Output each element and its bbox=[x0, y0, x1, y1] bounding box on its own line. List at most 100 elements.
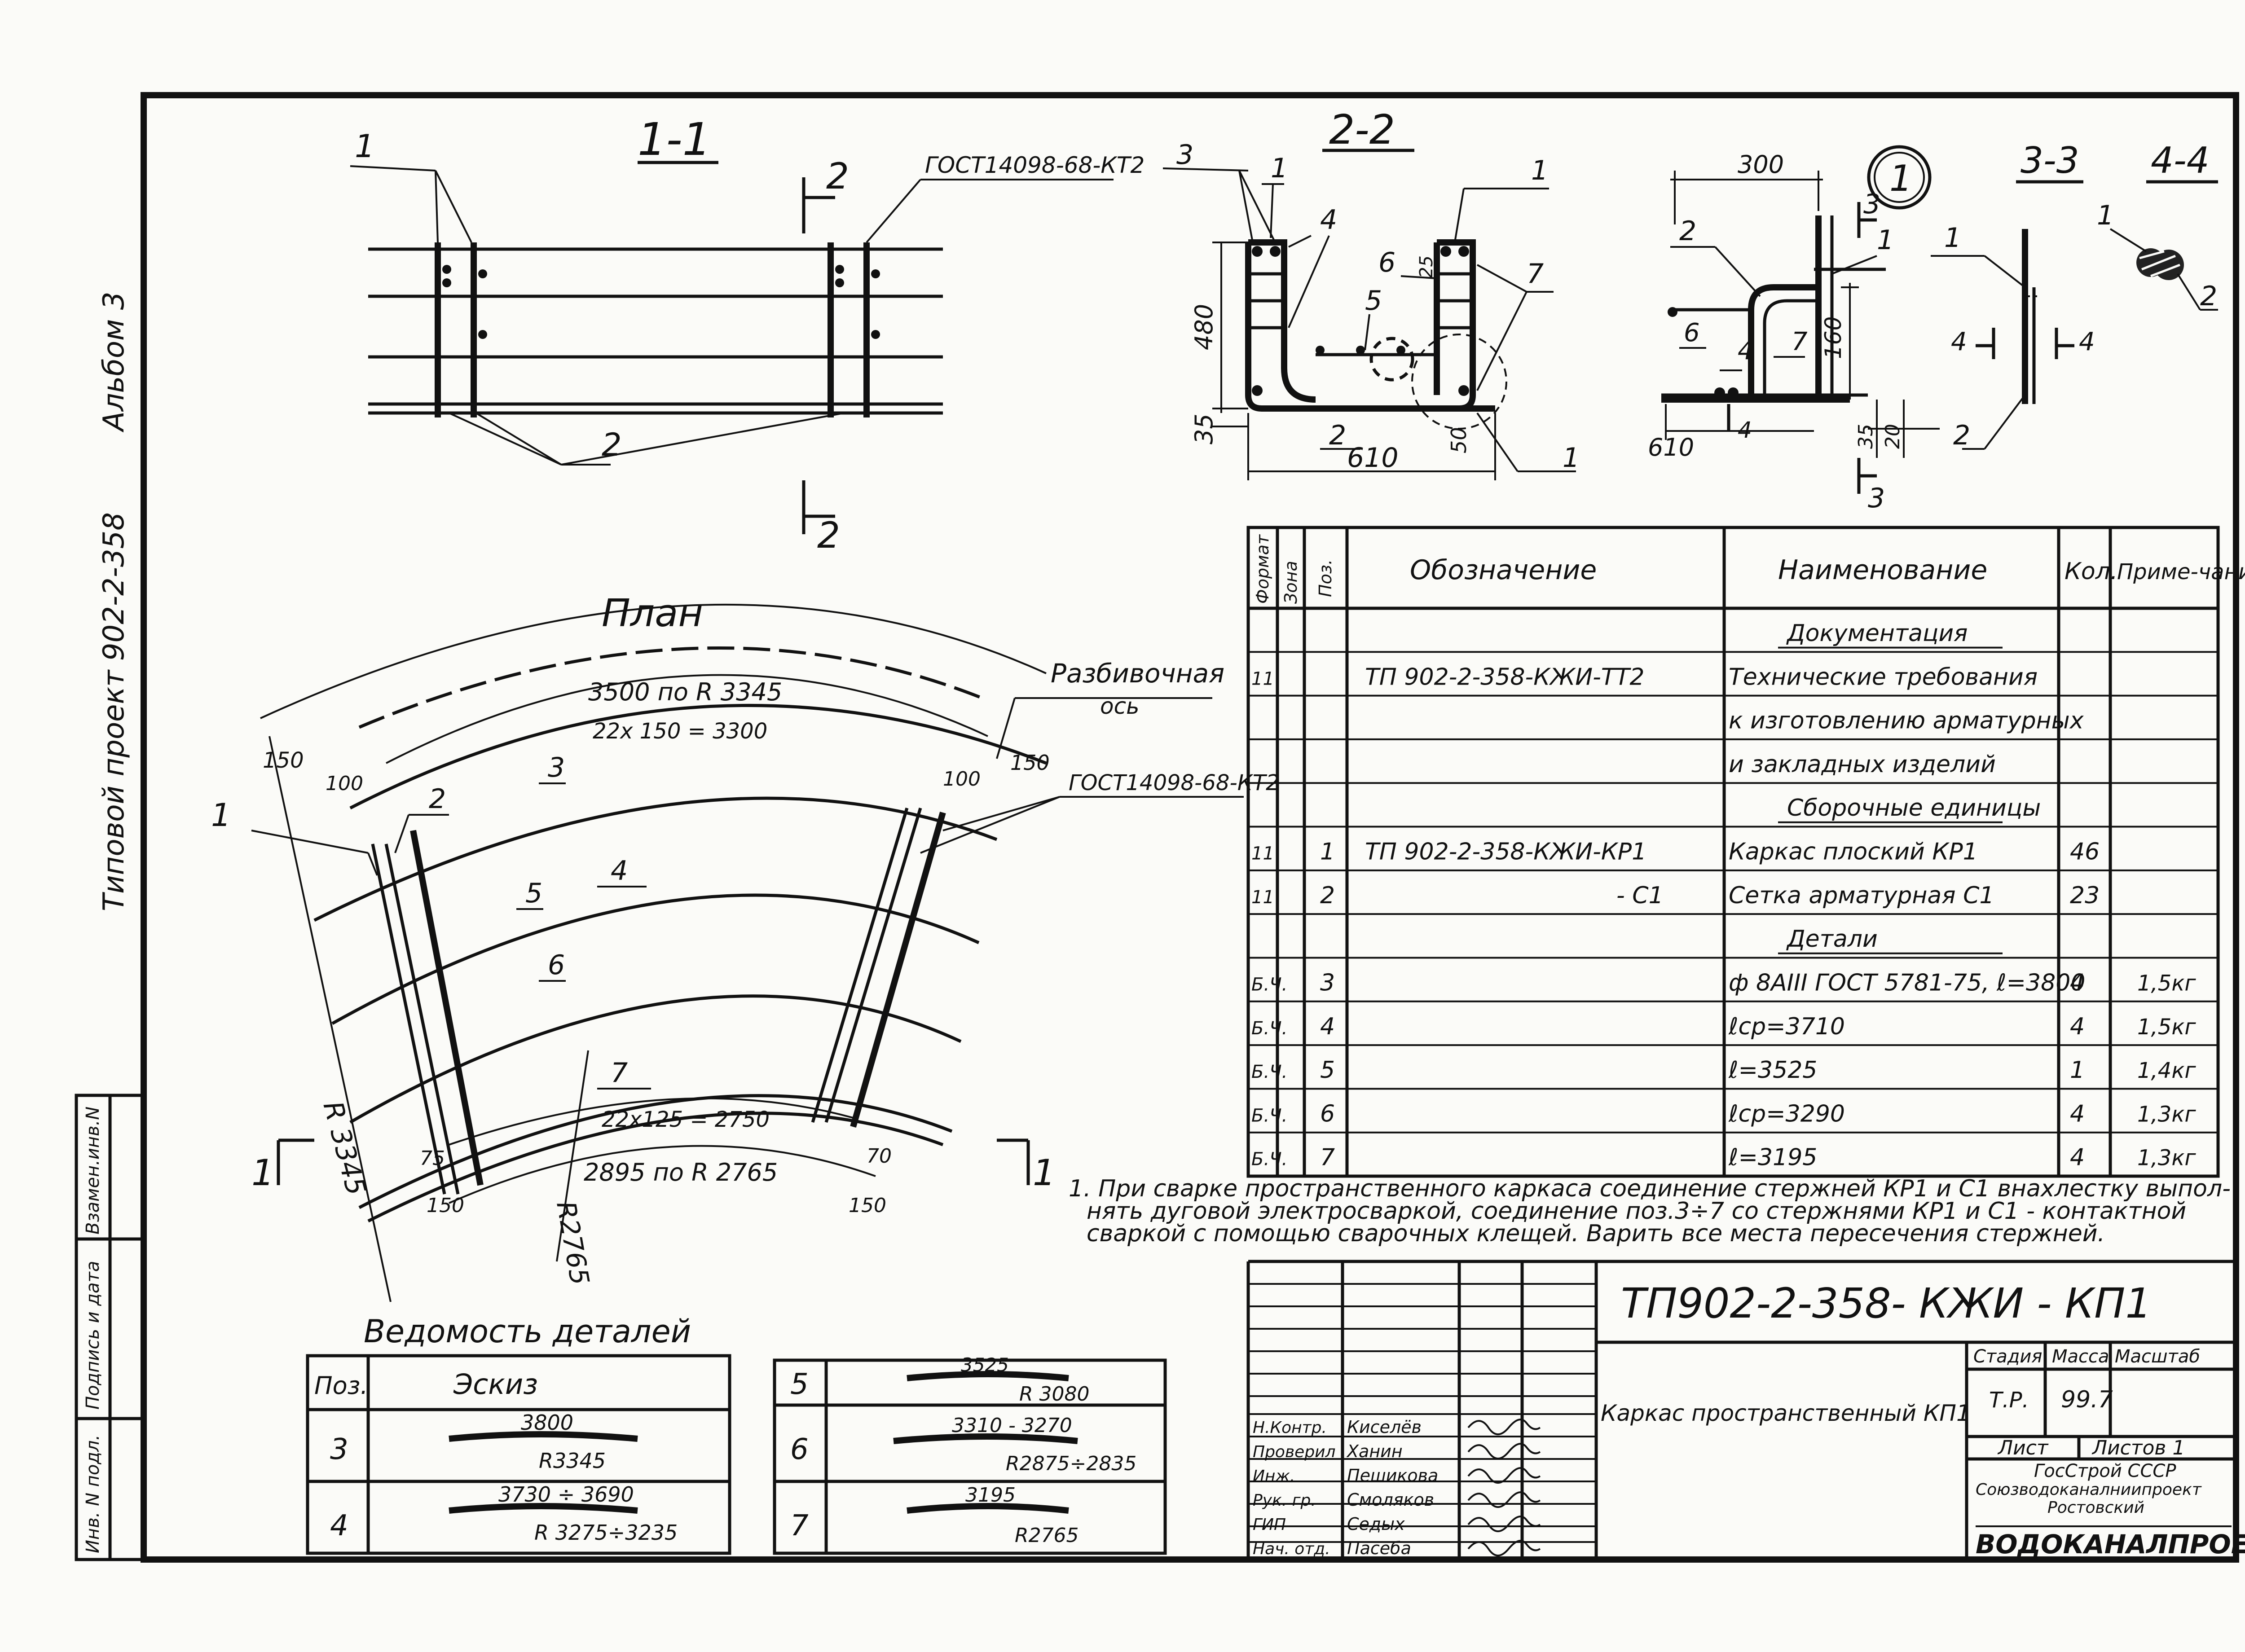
spec-cell-name: ℓср=3710 bbox=[1728, 1013, 1845, 1040]
spec-cell-f: Б.Ч. bbox=[1251, 1018, 1287, 1039]
plan-pos-1: 1 bbox=[211, 797, 231, 834]
section-4-4-title: 4-4 bbox=[2151, 140, 2210, 181]
signature-mark bbox=[1467, 1491, 1541, 1508]
plan-dim-right-70: 70 bbox=[867, 1145, 892, 1168]
section-3-3-pos-1: 1 bbox=[1944, 222, 1961, 254]
spec-cell-p: 2 bbox=[1320, 882, 1335, 909]
staff-role: Проверил bbox=[1253, 1443, 1336, 1461]
spec-cell-q: 4 bbox=[2070, 969, 2085, 996]
staff-name: Смоляков bbox=[1347, 1490, 1434, 1510]
plan-dim-left-75: 75 bbox=[420, 1147, 445, 1170]
details-left-len-4: 3730 ÷ 3690 bbox=[498, 1482, 634, 1507]
plan-dim-right-150a: 150 bbox=[1010, 751, 1050, 775]
plan-pos-3: 3 bbox=[548, 752, 565, 783]
node-1: 1 300 610 160 35 20 2 1 6 4 7 bbox=[1648, 145, 1940, 514]
spec-head-des: Обозначение bbox=[1410, 554, 1597, 586]
section-2-2-pos-1c: 1 bbox=[1563, 442, 1580, 474]
spec-cell-f: 11 bbox=[1251, 844, 1274, 864]
signature-mark bbox=[1467, 1443, 1541, 1459]
section-4-4-pos-1: 1 bbox=[2097, 200, 2114, 231]
details-right-pos-5: 5 bbox=[790, 1368, 809, 1401]
spec-cell-n: 1,3кг bbox=[2137, 1146, 2196, 1171]
staff-role: Нач. отд. bbox=[1253, 1540, 1330, 1558]
details-left-pos-3: 3 bbox=[330, 1433, 348, 1466]
section-2-2-pos-7: 7 bbox=[1527, 258, 1544, 290]
staff-role: Н.Контр. bbox=[1253, 1419, 1327, 1437]
node-1-cut-bottom: 3 bbox=[1868, 483, 1885, 514]
node-1-dim-160: 160 bbox=[1820, 316, 1846, 359]
staff-role: Инж. bbox=[1253, 1467, 1295, 1485]
plan-gost: ГОСТ14098-68-КТ2 bbox=[1069, 770, 1280, 795]
title-mass-head: Масса bbox=[2052, 1346, 2109, 1367]
section-2-2-dim-35: 35 bbox=[1190, 413, 1218, 444]
details-right-len-6: 3310 - 3270 bbox=[952, 1414, 1072, 1437]
section-2-2-dim-50: 50 bbox=[1447, 427, 1471, 453]
title-name: Каркас пространственный КП1 bbox=[1601, 1400, 1971, 1426]
spec-cell-des: ТП 902-2-358-КЖИ-ТТ2 bbox=[1365, 663, 1644, 690]
plan-title: План bbox=[602, 591, 703, 636]
plan-pos-6: 6 bbox=[548, 949, 565, 981]
section-2-2-pos-2: 2 bbox=[1329, 420, 1346, 451]
title-code: ТП902-2-358- КЖИ - КП1 bbox=[1621, 1279, 2152, 1327]
section-2-2-pos-5: 5 bbox=[1365, 285, 1382, 316]
title-block: ТП902-2-358- КЖИ - КП1 Стадия Масса Масш… bbox=[1246, 1260, 2245, 1560]
spec-cell-p: 4 bbox=[1320, 1013, 1335, 1040]
section-2-2-pos-1b: 1 bbox=[1531, 155, 1548, 186]
node-1-pos-1: 1 bbox=[1877, 224, 1894, 256]
spec-head-name: Наименование bbox=[1778, 554, 1987, 586]
signature-mark bbox=[1467, 1419, 1541, 1435]
spec-cell-name: ℓ=3525 bbox=[1728, 1057, 1817, 1084]
spec-cell-name: Каркас плоский КР1 bbox=[1729, 839, 1978, 866]
spec-cell-p: 7 bbox=[1320, 1144, 1335, 1171]
spec-head-pos: Поз. bbox=[1316, 559, 1335, 597]
plan-dim-left-150a: 150 bbox=[263, 748, 304, 773]
details-right-pos-7: 7 bbox=[790, 1509, 809, 1542]
spec-cell-q: 4 bbox=[2070, 1144, 2085, 1171]
details-right-r-6: R2875÷2835 bbox=[1006, 1452, 1136, 1475]
plan-cut-left: 1 bbox=[251, 1152, 274, 1194]
staff-role: Рук. гр. bbox=[1253, 1491, 1316, 1510]
spec-cell-des: - С1 bbox=[1616, 882, 1664, 909]
node-1-pos-7: 7 bbox=[1792, 327, 1808, 356]
section-2-2-pos-4: 4 bbox=[1320, 204, 1337, 236]
spec-cell-n: 1,3кг bbox=[2137, 1102, 2196, 1127]
plan-inner-arc: 2895 по R 2765 bbox=[584, 1158, 778, 1186]
staff-role: ГИП bbox=[1253, 1516, 1286, 1534]
spec-cell-name: ℓср=3290 bbox=[1728, 1100, 1845, 1127]
node-1-circle bbox=[1867, 145, 1932, 210]
spec-cell-f: 11 bbox=[1251, 887, 1274, 908]
section-3-3-pos-2: 2 bbox=[1953, 420, 1970, 451]
sidebar: Альбом 3 Типовой проект 902-2-358 Инв. N… bbox=[75, 292, 145, 1561]
spec-cell-name: ф 8АIII ГОСТ 5781-75, ℓ=3800 bbox=[1729, 969, 2085, 996]
details-right-pos-6: 6 bbox=[790, 1433, 809, 1466]
sheet-frame bbox=[141, 92, 2239, 1563]
section-2-2-title: 2-2 bbox=[1329, 106, 1395, 154]
section-3-3: 3-3 1 2 4 4 bbox=[1931, 140, 2095, 451]
title-scale-head: Масштаб bbox=[2115, 1346, 2200, 1367]
title-stage: Т.Р. bbox=[1989, 1388, 2029, 1413]
title-org-3: Ростовский bbox=[2047, 1498, 2144, 1517]
section-4-4-pos-2: 2 bbox=[2200, 281, 2217, 312]
plan-axis-label: Разбивочная bbox=[1051, 658, 1224, 689]
plan-pos-2: 2 bbox=[429, 783, 446, 815]
title-stage-head: Стадия bbox=[1973, 1346, 2042, 1367]
node-1-cut-top: 3 bbox=[1863, 189, 1880, 220]
plan-dim-left-100: 100 bbox=[326, 772, 363, 795]
plan-dim-left-150b: 150 bbox=[427, 1194, 464, 1217]
plan-pos-4: 4 bbox=[611, 855, 628, 887]
title-mass: 99.7 bbox=[2061, 1386, 2113, 1413]
node-1-dim-35: 35 bbox=[1854, 424, 1877, 449]
note-line-1: 1. При сварке пространственного каркаса … bbox=[1069, 1175, 2231, 1202]
node-1-mark: 1 bbox=[1889, 158, 1912, 199]
project-label: Типовой проект 902-2-358 bbox=[97, 512, 131, 911]
stamp-inv: Инв. N подл. bbox=[83, 1435, 103, 1553]
spec-cell-p: 1 bbox=[1320, 839, 1335, 866]
section-2-2-dim-610: 610 bbox=[1347, 442, 1399, 474]
stamp-replace: Взамен.инв.N bbox=[83, 1107, 103, 1235]
spec-cell-name: к изготовлению арматурных bbox=[1729, 707, 2084, 734]
plan-pos-5: 5 bbox=[525, 878, 542, 909]
